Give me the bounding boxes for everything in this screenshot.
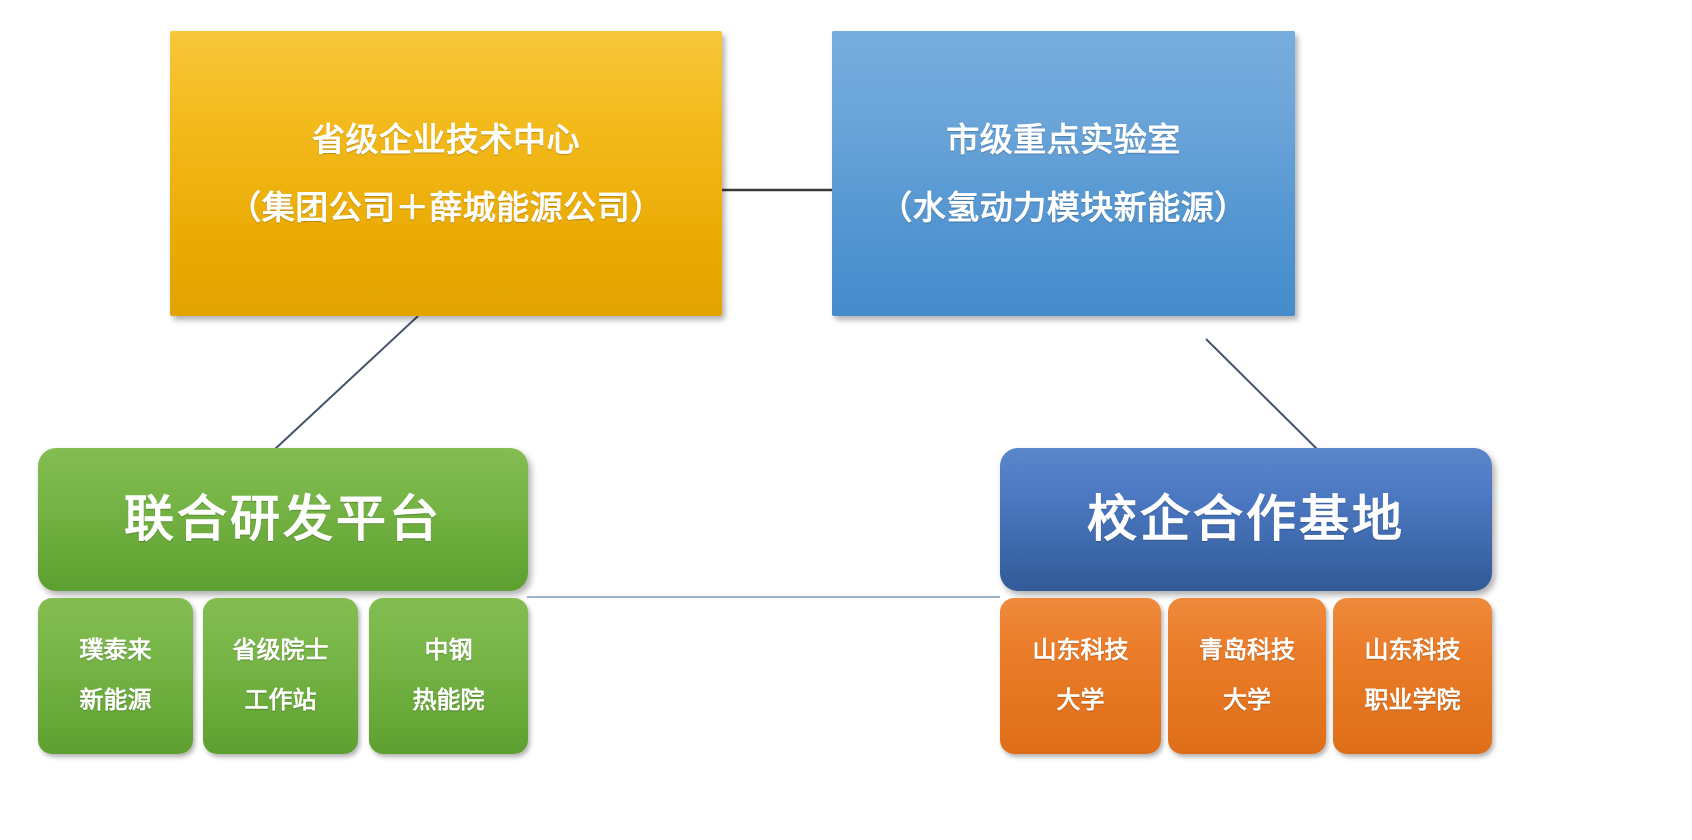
node-title-line2: （集团公司＋薛城能源公司）: [228, 188, 664, 226]
connector-lightblue-to-blue: [1205, 338, 1319, 451]
chip-shandong-univ-sci-tech[interactable]: 山东科技 大学: [1000, 598, 1161, 754]
chip-label-line2: 热能院: [412, 687, 485, 714]
chip-label-line1: 省级院士: [232, 637, 329, 665]
node-label: 校企合作基地: [1087, 491, 1405, 548]
chip-label-line1: 山东科技: [1364, 637, 1461, 665]
chip-label-line2: 新能源: [79, 687, 152, 714]
chip-label-line2: 职业学院: [1364, 687, 1461, 714]
chip-label-line1: 中钢: [424, 637, 473, 665]
connector-yellow-to-green: [273, 315, 419, 451]
chip-label-line2: 大学: [1056, 687, 1105, 714]
node-title-line2: （水氢动力模块新能源）: [879, 188, 1248, 226]
node-title-line1: 省级企业技术中心: [312, 121, 580, 159]
chip-label-line2: 大学: [1223, 687, 1271, 714]
chip-provincial-academician-workstation[interactable]: 省级院士 工作站: [203, 598, 358, 754]
chip-sinosteel-thermal-energy[interactable]: 中钢 热能院: [369, 598, 528, 754]
chip-label-line1: 山东科技: [1032, 637, 1129, 665]
node-label: 联合研发平台: [124, 491, 442, 548]
chip-shandong-vocational-college[interactable]: 山东科技 职业学院: [1333, 598, 1492, 754]
chip-label-line1: 青岛科技: [1199, 637, 1295, 665]
node-school-enterprise-base[interactable]: 校企合作基地: [1000, 448, 1492, 591]
node-municipal-key-laboratory[interactable]: 市级重点实验室 （水氢动力模块新能源）: [832, 31, 1295, 316]
node-provincial-enterprise-tech-center[interactable]: 省级企业技术中心 （集团公司＋薛城能源公司）: [170, 31, 722, 316]
chip-label-line1: 璞泰来: [79, 637, 152, 665]
node-joint-rd-platform[interactable]: 联合研发平台: [38, 448, 528, 591]
node-title-line1: 市级重点实验室: [946, 121, 1181, 159]
chip-label-line2: 工作站: [244, 687, 317, 714]
chip-qingdao-univ-sci-tech[interactable]: 青岛科技 大学: [1168, 598, 1326, 754]
chip-putailai[interactable]: 璞泰来 新能源: [38, 598, 193, 754]
